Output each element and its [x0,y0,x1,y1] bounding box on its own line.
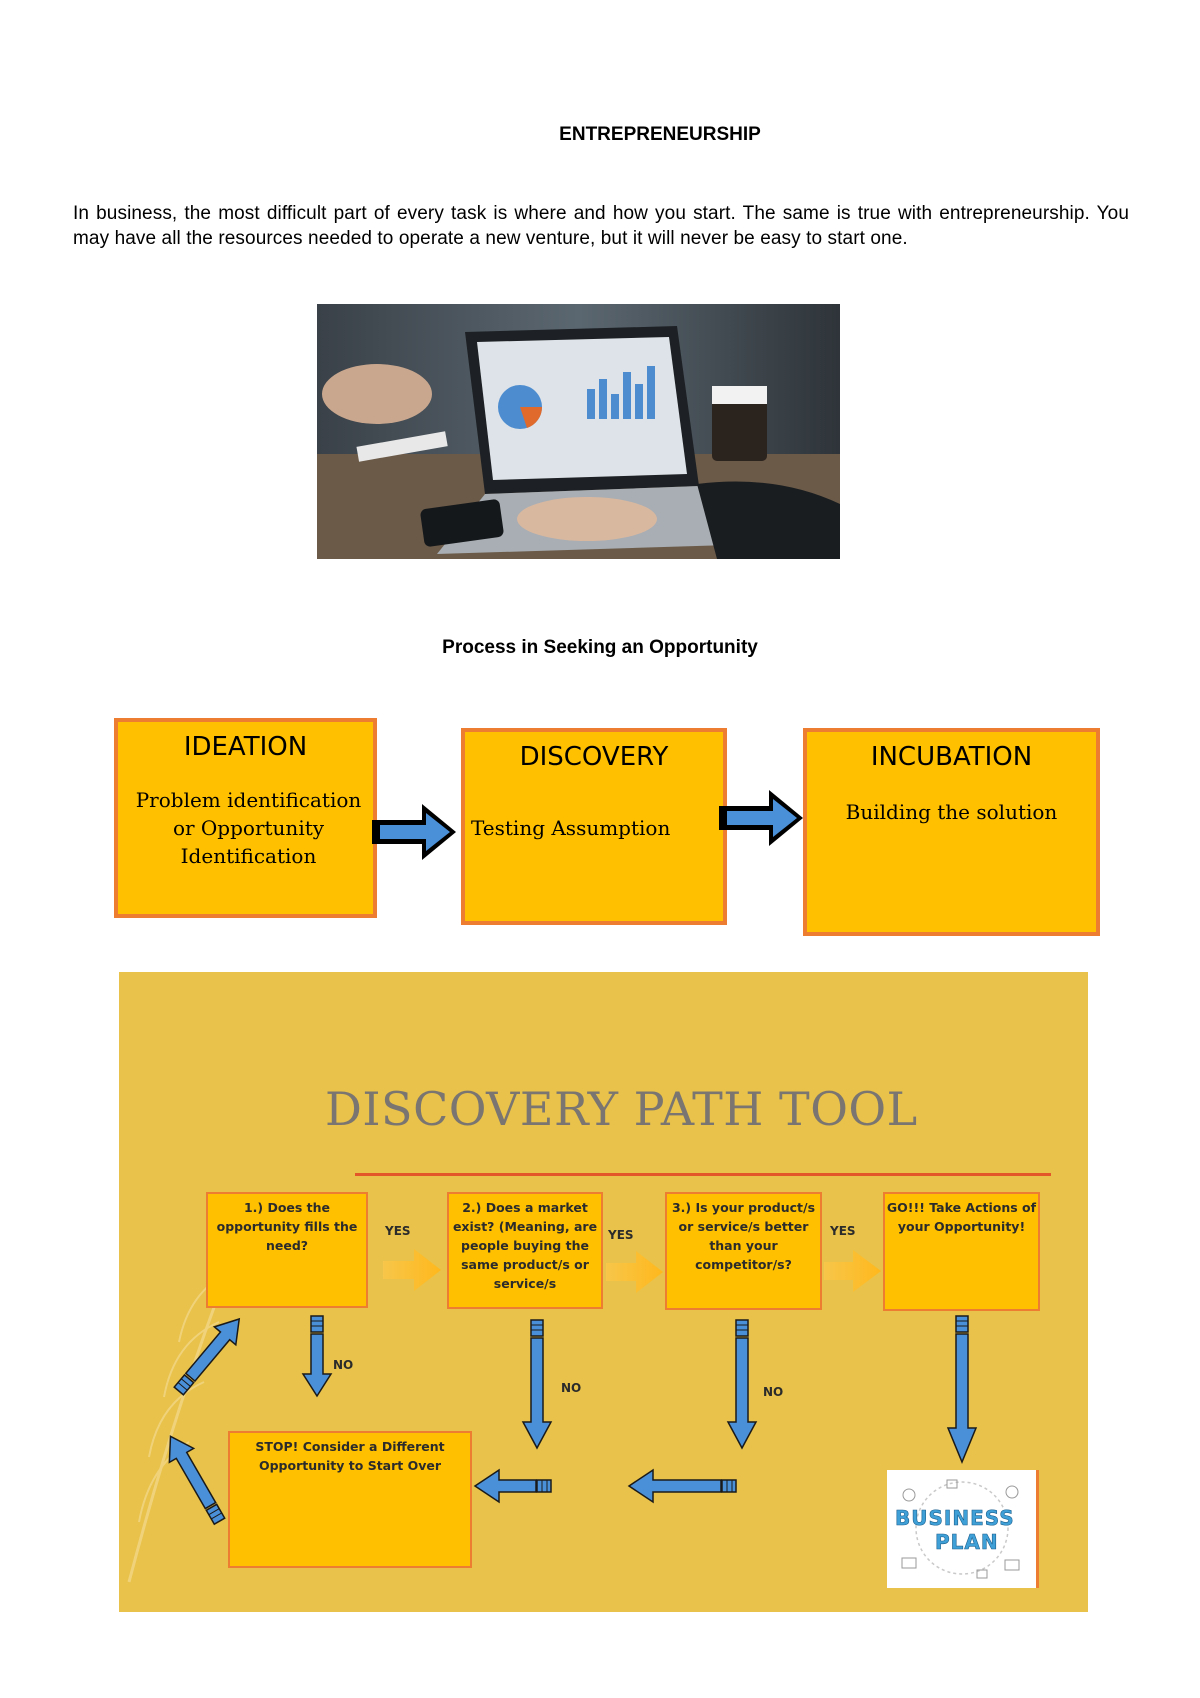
discovery-path-tool-title: DISCOVERY PATH TOOL [325,1082,918,1136]
yes-label: YES [385,1224,411,1238]
no-arrow-down-icon [301,1315,333,1398]
intro-paragraph: In business, the most difficult part of … [73,203,1129,249]
no-label: NO [561,1381,582,1395]
arrow-left-icon [627,1468,737,1504]
incubation-box: INCUBATION Building the solution [803,728,1100,936]
step-2-box: 2.) Does a market exist? (Meaning, are p… [447,1192,603,1309]
go-arrow-down-icon [946,1315,978,1464]
discovery-description: Testing Assumption [471,816,671,840]
yes-label: YES [830,1224,856,1238]
no-arrow-down-icon [521,1319,553,1450]
document-title: ENTREPRENEURSHIP [559,124,761,145]
arrow-up-left-icon [168,1435,226,1526]
title-divider [355,1173,1051,1176]
yes-label: YES [608,1228,634,1242]
ideation-box: IDEATION Problem identification or Oppor… [114,718,377,918]
yes-arrow-icon [606,1251,663,1293]
ideation-title: IDEATION [183,732,308,762]
arrow-right-icon [719,790,803,846]
business-plan-line1: BUSINESS [895,1506,1015,1531]
business-plan-image: BUSINESS PLAN [887,1470,1039,1588]
no-arrow-down-icon [726,1319,758,1450]
step-3-box: 3.) Is your product/s or service/s bette… [665,1192,822,1310]
arrow-up-right-icon [173,1317,241,1396]
discovery-box: DISCOVERY Testing Assumption [461,728,727,925]
step-1-box: 1.) Does the opportunity fills the need? [206,1192,368,1308]
go-box: GO!!! Take Actions of your Opportunity! [883,1192,1040,1311]
incubation-description: Building the solution [845,800,1058,824]
ideation-description: Problem identification or Opportunity Id… [135,788,362,868]
arrow-left-icon [473,1468,552,1504]
discovery-title: DISCOVERY [519,742,669,772]
yes-arrow-icon [824,1250,881,1292]
yes-arrow-icon [383,1249,441,1291]
discovery-path-tool-panel: DISCOVERY PATH TOOL 1.) Does the opportu… [119,972,1088,1612]
arrow-right-icon [372,804,456,860]
no-label: NO [333,1358,354,1372]
laptop-analytics-photo [317,304,840,559]
business-plan-line2: PLAN [935,1530,999,1555]
stop-box: STOP! Consider a Different Opportunity t… [228,1431,472,1568]
no-label: NO [763,1385,784,1399]
section-title: Process in Seeking an Opportunity [442,637,758,658]
incubation-title: INCUBATION [870,742,1033,772]
